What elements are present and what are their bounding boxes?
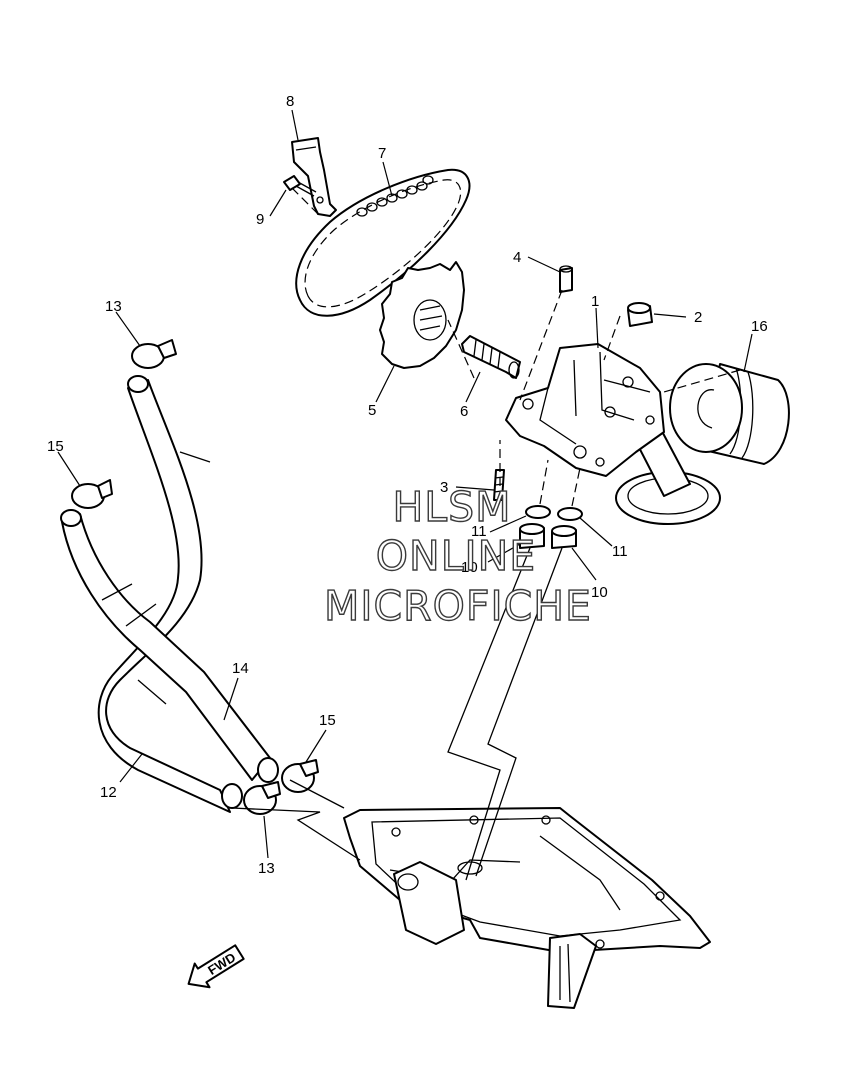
- part-8-chain-guide[interactable]: [291, 137, 337, 217]
- callout-11-left: 11: [471, 523, 487, 540]
- callout-9: 9: [256, 211, 264, 228]
- callout-13-bottom: 13: [258, 860, 275, 877]
- watermark: HLSM ONLINE MICROFICHE: [323, 482, 592, 630]
- part-1-oil-pump[interactable]: [505, 343, 721, 525]
- part-2-collar[interactable]: [627, 302, 653, 327]
- part-11-o-ring-right[interactable]: [557, 507, 583, 521]
- callout-10-left: 10: [461, 559, 478, 576]
- part-10-collar-left[interactable]: [519, 523, 545, 549]
- callout-15-left: 15: [47, 438, 64, 455]
- assembly-lines: [231, 185, 741, 881]
- callout-16: 16: [751, 318, 768, 335]
- part-4-dowel-pin[interactable]: [559, 265, 573, 293]
- part-10-collar-right[interactable]: [551, 525, 577, 549]
- part-13-clamp-top[interactable]: [131, 339, 177, 369]
- callout-7: 7: [378, 145, 386, 162]
- callout-5: 5: [368, 402, 376, 419]
- callout-15-bottom: 15: [319, 712, 336, 729]
- fwd-arrow-icon: FWD: [187, 944, 245, 989]
- part-7-drive-chain[interactable]: [295, 168, 471, 317]
- part-13-clamp-bottom[interactable]: [243, 781, 281, 815]
- callout-2: 2: [694, 309, 702, 326]
- callout-labels: 8 7 9 4 1 2 16 5 6 3 11 11 10 10 13 15 1…: [47, 93, 768, 877]
- leader-lines: [57, 109, 753, 859]
- part-14-oil-hose[interactable]: [60, 509, 279, 783]
- callout-4: 4: [513, 249, 521, 266]
- part-5-sprocket[interactable]: [379, 261, 465, 369]
- callout-3: 3: [440, 479, 448, 496]
- part-15-clamp-bottom[interactable]: [281, 759, 319, 793]
- part-9-bolt[interactable]: [283, 175, 317, 197]
- callout-1: 1: [591, 293, 599, 310]
- oil-pan: [343, 807, 711, 1009]
- part-3-bolt[interactable]: [493, 469, 505, 501]
- callout-10-right: 10: [591, 584, 608, 601]
- callout-8: 8: [286, 93, 294, 110]
- callout-12: 12: [100, 784, 117, 801]
- callout-14: 14: [232, 660, 249, 677]
- callout-11-right: 11: [612, 543, 628, 560]
- callout-13-top: 13: [105, 298, 122, 315]
- part-11-o-ring-left[interactable]: [525, 505, 551, 519]
- watermark-line-3: MICROFICHE: [324, 582, 592, 630]
- watermark-line-1: HLSM: [392, 483, 511, 531]
- part-16-oil-filter[interactable]: [669, 363, 790, 465]
- part-15-clamp-left[interactable]: [71, 479, 113, 509]
- watermark-line-2: ONLINE: [376, 532, 536, 580]
- callout-6: 6: [460, 403, 468, 420]
- part-6-pump-shaft[interactable]: [461, 335, 521, 379]
